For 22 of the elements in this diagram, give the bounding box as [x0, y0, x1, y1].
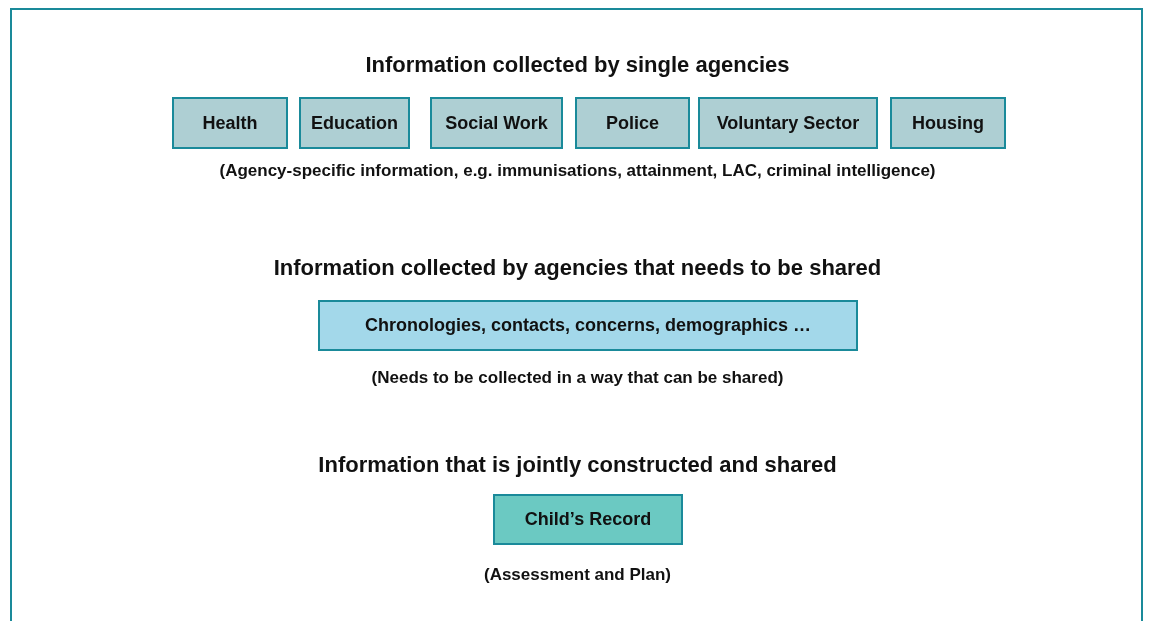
- box-label: Voluntary Sector: [716, 112, 860, 134]
- caption-note: (Assessment and Plan): [483, 565, 672, 585]
- agency-box: [698, 97, 878, 149]
- box-label: Child’s Record: [524, 509, 652, 530]
- agency-box: [430, 97, 563, 149]
- agency-box: [575, 97, 690, 149]
- box-label: Housing: [912, 112, 984, 134]
- box-label: Police: [606, 112, 659, 134]
- agency-box: [890, 97, 1006, 149]
- box-label: Social Work: [445, 112, 548, 134]
- agency-box: [493, 494, 683, 545]
- agency-box: [318, 300, 858, 351]
- section-heading: Information collected by single agencies: [365, 52, 790, 78]
- section-heading: Information collected by agencies that needs to be shared: [273, 255, 882, 281]
- agency-box: [172, 97, 288, 149]
- box-label: Health: [202, 112, 258, 134]
- agency-box: [299, 97, 410, 149]
- box-label: Education: [311, 112, 398, 134]
- caption-note: (Agency-specific information, e.g. immunisations, attainment, LAC, criminal intelligence): [219, 161, 936, 181]
- caption-note: (Needs to be collected in a way that can be shared): [371, 368, 784, 388]
- section-heading: Information that is jointly constructed and shared: [318, 452, 837, 478]
- box-label: Chronologies, contacts, concerns, demographics …: [364, 315, 812, 336]
